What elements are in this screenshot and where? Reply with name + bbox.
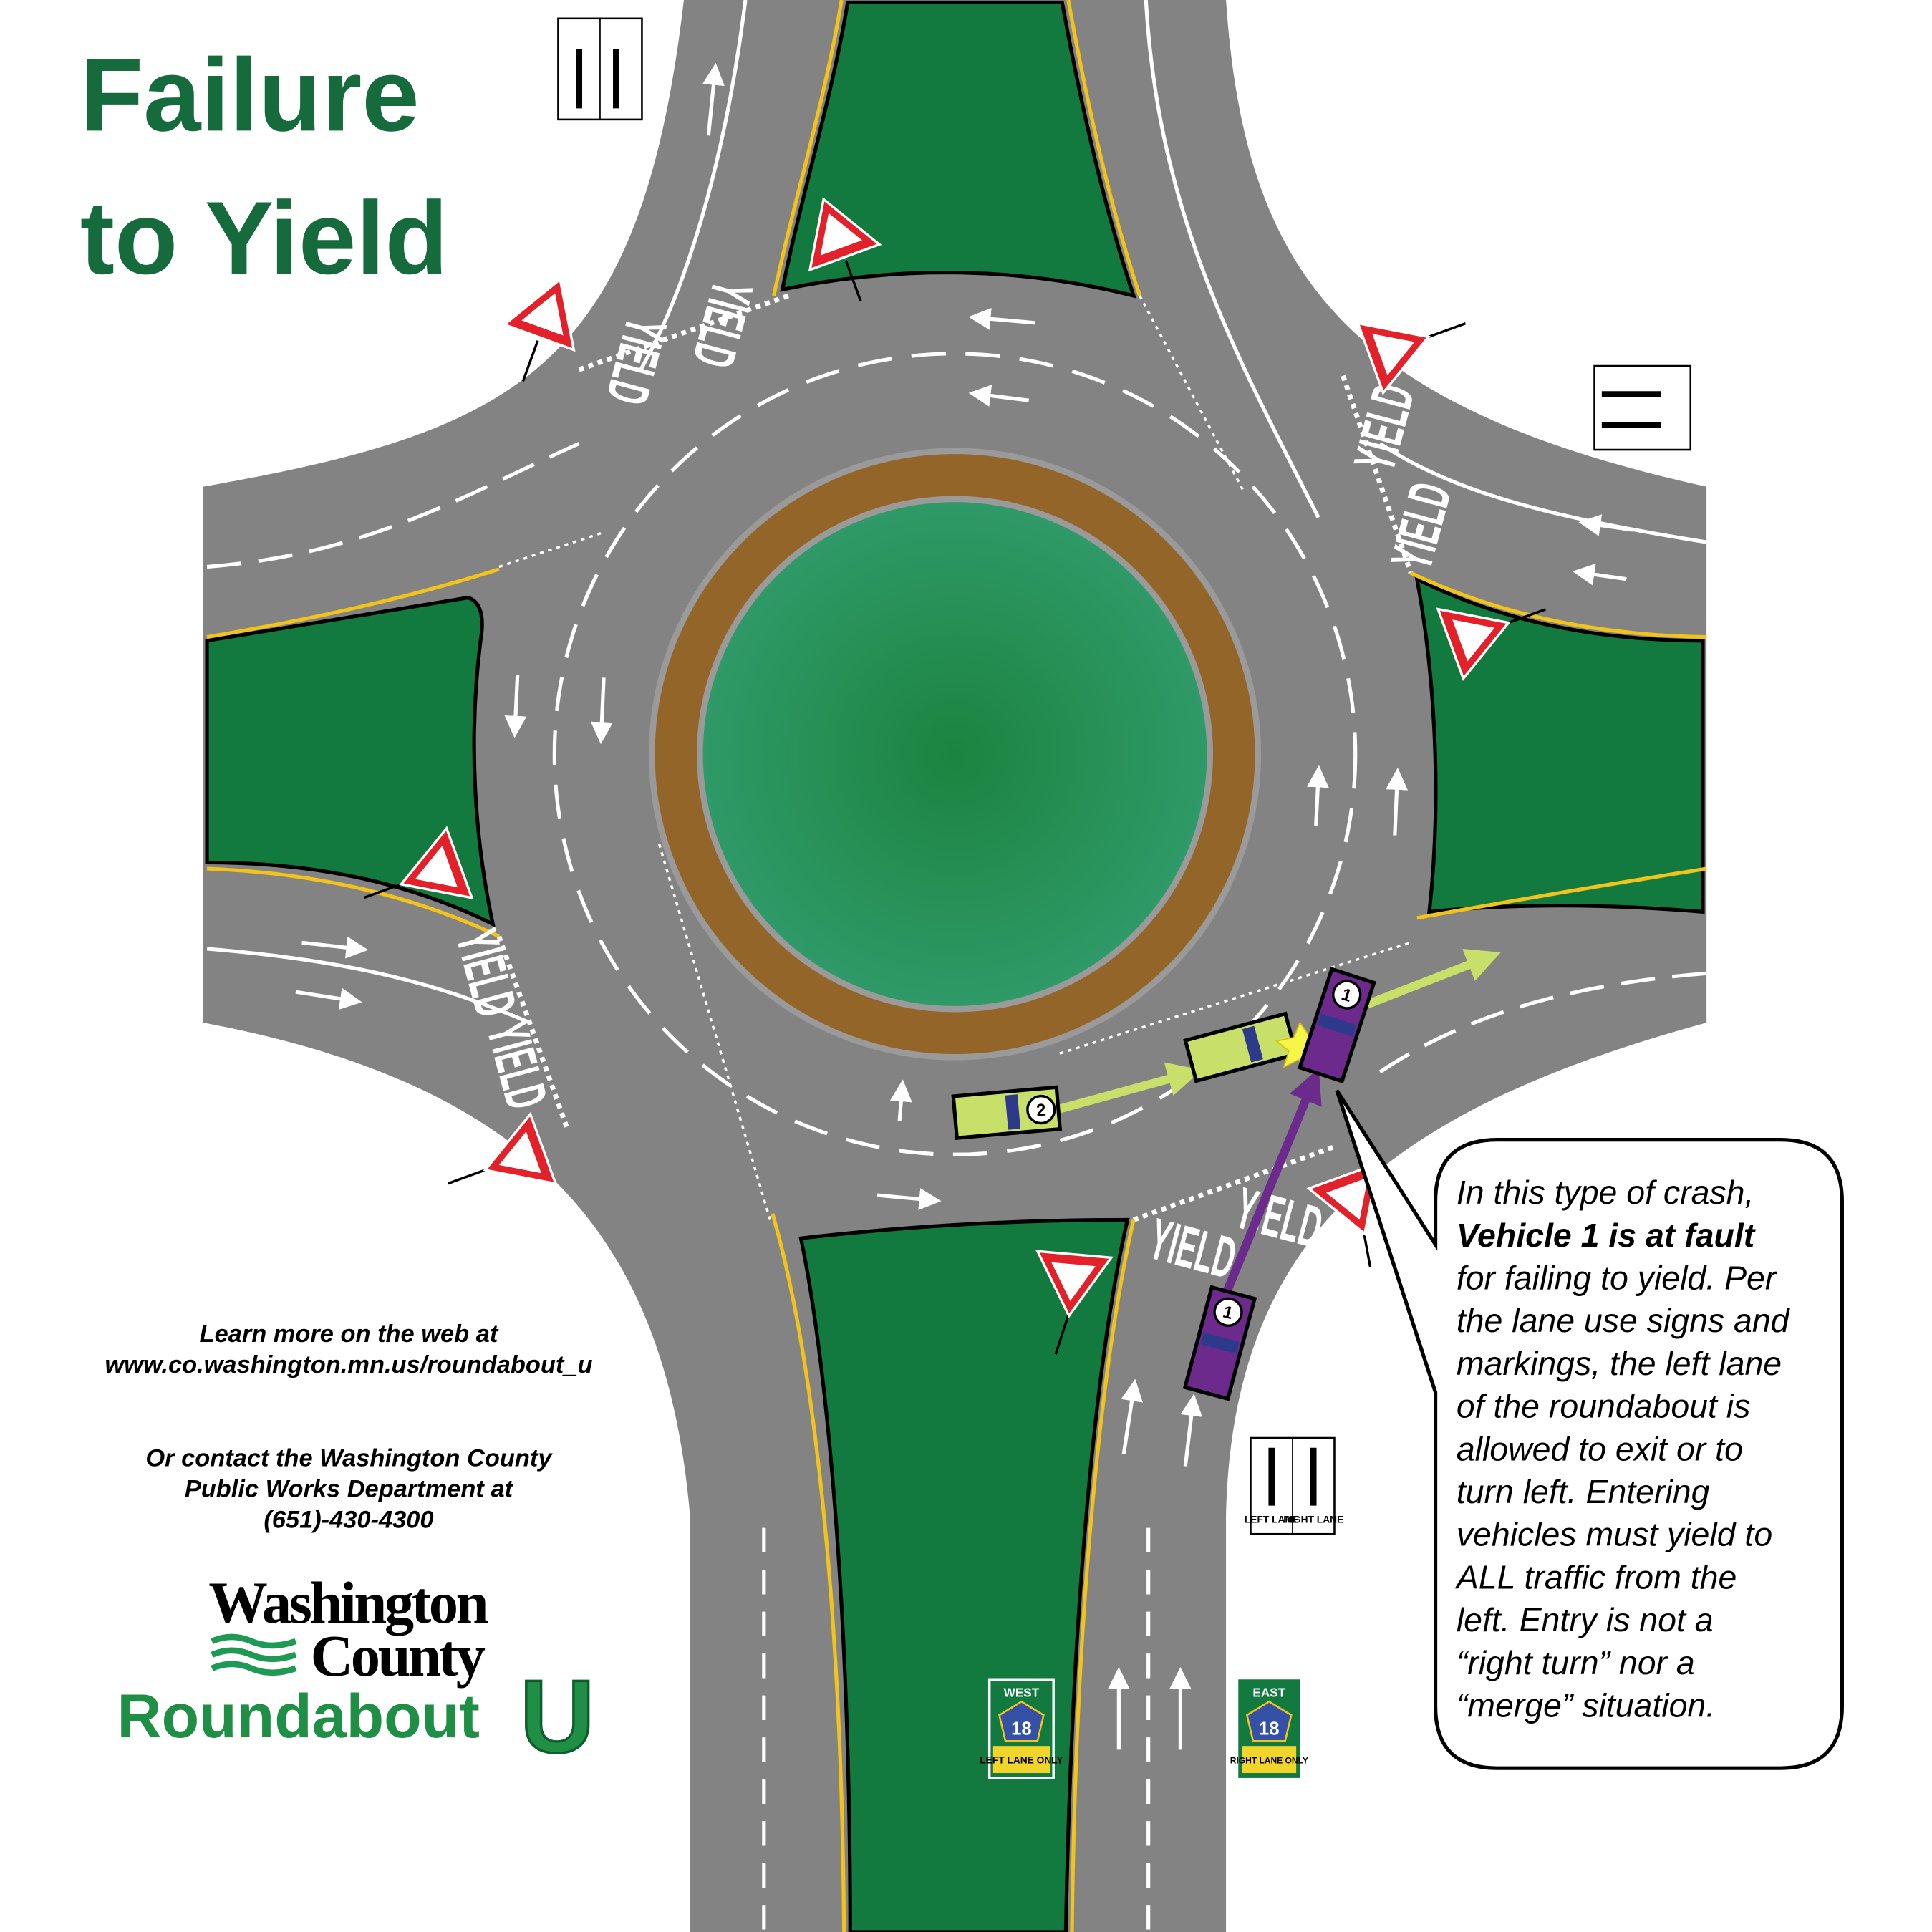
yield-sign-icon [448,1113,557,1207]
island-north [780,0,1136,299]
central-island [648,448,1262,1061]
logo-u: U [520,1658,594,1774]
contact-line1: Or contact the Washington County [145,1445,553,1472]
title-line2: to Yield [80,180,448,296]
contact-line2: Public Works Department at [185,1476,514,1503]
arrow-icon [301,936,369,959]
route-number: 18 [1259,1719,1280,1739]
yield-sign-icon [1436,586,1546,680]
callout-line: “right turn” nor a [1457,1644,1695,1681]
sign-east: EAST [1252,1685,1285,1699]
vehicle-1-crash: 1 [1297,967,1376,1084]
vehicle1-path-arrow [1222,1068,1322,1295]
vehicle-2-start: 2 [951,1085,1063,1140]
yield-sign-icon [1356,301,1467,395]
route-sign-west: WEST 18 LEFT LANE ONLY [980,1678,1063,1779]
vehicle-2-crash [1183,1011,1299,1083]
island-east [1414,576,1705,914]
waves-icon [211,1633,297,1676]
vehicle-1-label: 1 [1221,1303,1235,1324]
arrow-icon [1306,765,1329,826]
logo-county: County [311,1623,486,1689]
web-line1: Learn more on the web at [200,1320,499,1348]
arrow-icon [968,307,1035,330]
vehicle-paths [1058,948,1501,1295]
pavement-arrows [295,62,1633,1750]
vehicle2-path-arrow [1058,1062,1202,1114]
callout-line: Vehicle 1 is at fault [1457,1217,1757,1254]
yellow-edge-lines [206,0,1707,1932]
info-text: Learn more on the web at www.co.washingt… [105,1320,592,1534]
callout-line: turn left. Entering [1457,1473,1710,1510]
arrow-icon [295,987,362,1010]
callout-bubble: In this type of crash, Vehicle 1 is at fa… [1335,1089,1844,1770]
callout-line: markings, the left lane [1457,1345,1782,1382]
arrow-icon [504,675,527,738]
callout-line: In this type of crash, [1457,1174,1754,1211]
lane-use-sign-north [557,17,643,121]
vehicle-2-label: 2 [1035,1101,1047,1121]
callout-line: ALL traffic from the [1454,1558,1737,1595]
yield-sign-icon [1308,1161,1401,1267]
vehicle-1-start: 1 [1182,1285,1257,1401]
arrow-icon [889,1079,912,1122]
vehicle2-path-arrow [1366,948,1501,1008]
sign-left-lane: LEFT LANE [1245,1515,1299,1525]
web-url: www.co.washington.mn.us/roundabout_u [105,1351,592,1378]
callout-line: allowed to exit or to [1457,1430,1743,1467]
callout-line: left. Entry is not a [1457,1601,1714,1638]
yield-sign-icon [503,265,596,382]
route-sign-east: EAST 18 RIGHT LANE ONLY [1230,1679,1308,1778]
sign-left-lane-only: LEFT LANE ONLY [980,1754,1063,1765]
callout-line: of the roundabout is [1457,1388,1751,1425]
yield-sign-icon [364,827,473,920]
callout-line: for failing to yield. Per [1457,1260,1778,1297]
arrow-icon [1121,1378,1143,1454]
sign-right-lane: RIGHT LANE [1283,1515,1343,1525]
lane-markings [206,0,1707,1932]
lane-use-sign-east [1593,364,1692,451]
sign-west: WEST [1004,1685,1040,1699]
route-number: 18 [1011,1719,1032,1739]
contact-phone: (651)-430-4300 [264,1507,433,1534]
arrow-icon [1572,563,1627,586]
sign-right-lane-only: RIGHT LANE ONLY [1230,1755,1308,1765]
arrow-icon [1578,514,1633,536]
arrow-icon [590,677,613,745]
island-west [205,595,496,928]
callout-line: “merge” situation. [1457,1687,1715,1724]
title-line1: Failure [80,37,420,153]
arrow-icon [968,385,1030,407]
yield-signs [364,185,1546,1355]
arrow-icon [1180,1394,1203,1467]
lane-use-sign-south: LEFT LANE RIGHT LANE [1245,1436,1343,1535]
yield-sign-icon [1030,1250,1113,1355]
arrow-icon [876,1188,942,1210]
logo-washington: Washington [208,1570,488,1636]
arrow-icon [1386,767,1409,836]
arrow-icon [702,62,725,136]
yield-sign-icon [787,185,881,302]
callout-line: the lane use signs and [1457,1302,1791,1339]
callout-line: vehicles must yield to [1457,1516,1772,1553]
washington-county-roundabout-u-logo: Washington County Roundabout U [117,1570,596,1775]
logo-roundabout: Roundabout [117,1682,479,1751]
